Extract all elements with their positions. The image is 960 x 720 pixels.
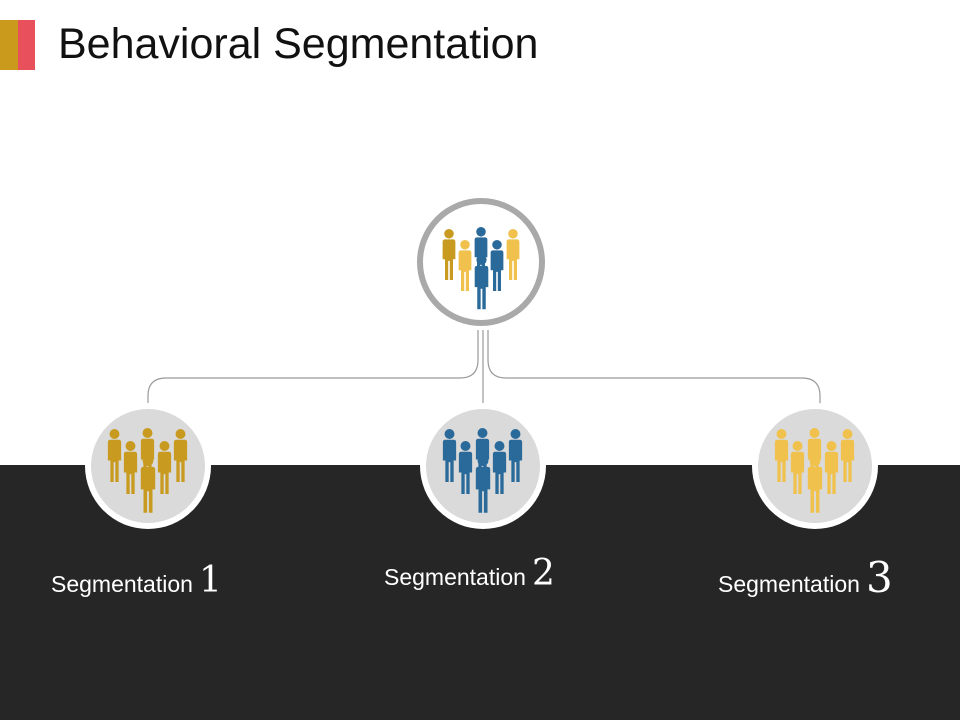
segment-node-1 [85,403,211,529]
title-accent-bar [0,20,35,70]
segment-word: Segmentation [51,571,193,597]
page-title: Behavioral Segmentation [58,20,539,68]
segment-word: Segmentation [384,564,526,590]
connector-to-segment-3 [487,330,821,405]
segment-label-2: Segmentation 2 [384,553,555,594]
connector-to-segment-1 [147,330,479,408]
segment-number: 3 [865,553,893,602]
accent-gold-block [0,20,18,70]
segment-node-2 [420,403,546,529]
segment-word: Segmentation [718,571,860,597]
connector-lines [147,330,821,408]
segment-node-3 [752,403,878,529]
root-node [417,198,545,326]
segment-number: 1 [198,560,222,601]
accent-red-block [18,20,35,70]
segment-label-3: Segmentation 3 [718,553,893,602]
segment-number: 2 [531,553,555,594]
segment-label-1: Segmentation 1 [51,560,222,601]
